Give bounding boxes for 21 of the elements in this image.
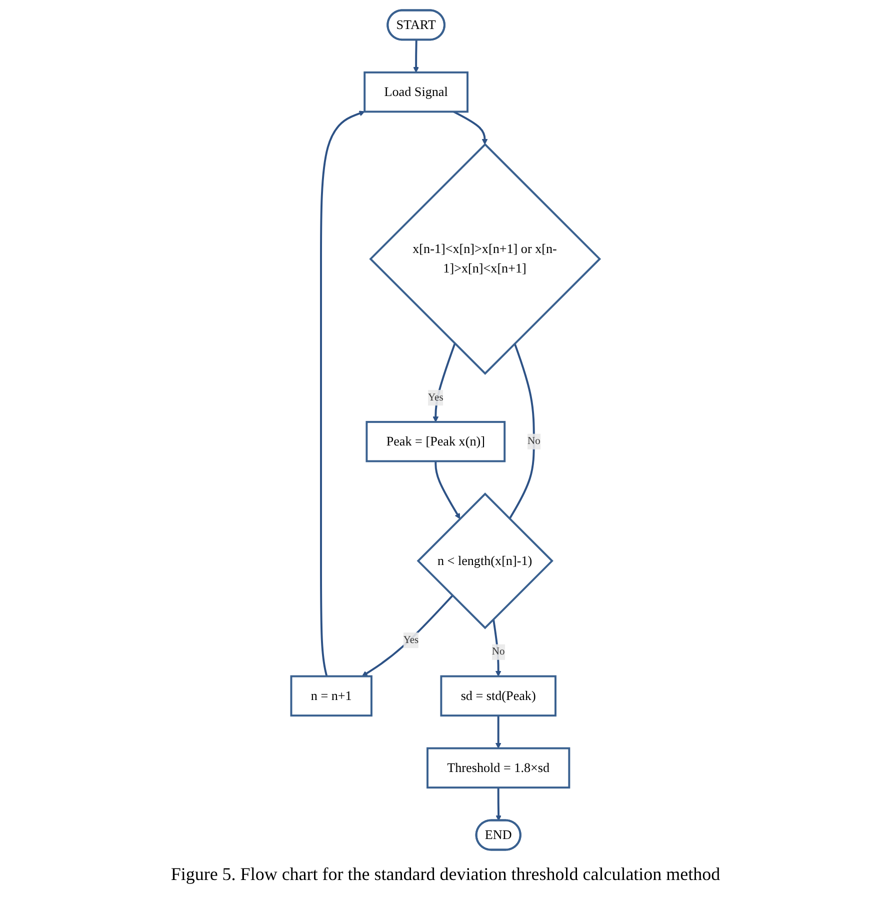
edge-label: No	[492, 646, 505, 658]
edge-label: Yes	[428, 392, 444, 403]
arrow	[453, 110, 488, 145]
arrow	[496, 716, 502, 749]
arrow	[496, 788, 502, 821]
node-diamond: n < length(x[n]-1)	[416, 492, 554, 630]
edge-label: Yes	[403, 634, 419, 646]
node-box: Peak = [Peak x(n)]	[366, 420, 506, 462]
arrow	[320, 110, 365, 677]
figure-caption: Figure 5. Flow chart for the standard deviation threshold calculation method	[170, 864, 722, 885]
node-box: sd = std(Peak)	[440, 675, 557, 717]
arrow	[432, 343, 456, 422]
node-box: n = n+1	[290, 675, 372, 717]
node-box: Load Signal	[364, 71, 469, 113]
arrow	[434, 461, 460, 520]
connector	[508, 343, 535, 520]
node-box: Threshold = 1.8×sd	[426, 747, 570, 789]
arrow	[362, 594, 454, 677]
arrow	[413, 40, 419, 73]
edge-label: No	[528, 436, 540, 447]
node-diamond: x[n-1]<x[n]>x[n+1] or x[n-1]>x[n]<x[n+1]	[369, 143, 602, 375]
